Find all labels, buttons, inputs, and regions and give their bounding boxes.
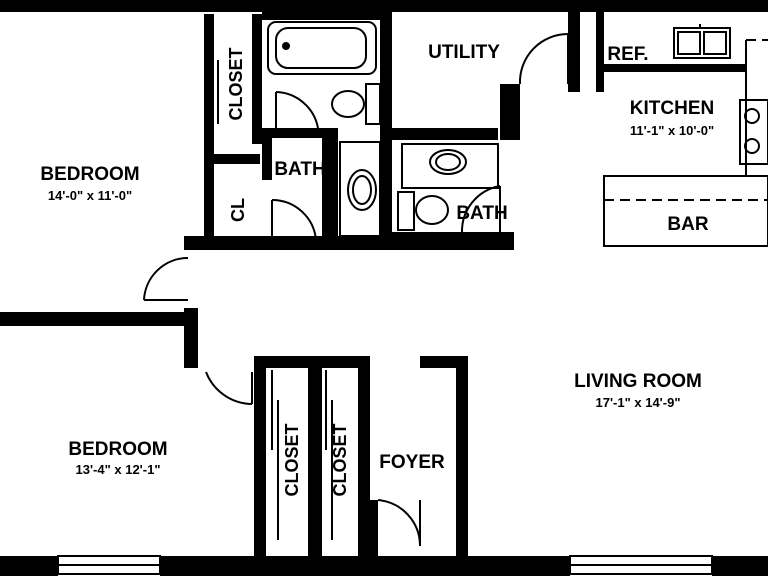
kitchen-fixtures (603, 24, 768, 247)
sink-icon-2 (429, 149, 467, 175)
room-dimensions: 13'-4" x 12'-1" (75, 462, 160, 477)
stove-icon (739, 99, 768, 165)
fixture-label: REF. (607, 44, 648, 65)
room-label: FOYER (379, 452, 445, 473)
toilet-icon-2 (415, 195, 449, 225)
closet-label: CLOSET (282, 423, 302, 496)
vanity-icon (339, 141, 381, 237)
closet-label: CLOSET (226, 47, 246, 120)
room-label: BAR (667, 214, 708, 235)
closet-tracks (211, 30, 333, 540)
kitchen-sink-icon (673, 27, 731, 59)
vanity-icon-2 (401, 143, 499, 189)
bath-fixtures (267, 21, 499, 237)
room-label: BATH (456, 203, 507, 224)
bathtub-icon (267, 21, 377, 75)
door-swings (143, 32, 569, 547)
room-label: KITCHEN (630, 98, 714, 119)
sink-icon (347, 169, 377, 211)
room-label: UTILITY (428, 42, 500, 63)
closet-label: CLOSET (330, 423, 350, 496)
windows (57, 555, 713, 575)
bar-counter (603, 175, 768, 247)
closet-label: CL (228, 198, 248, 222)
room-label: BATH (274, 159, 325, 180)
room-dimensions: 11'-1" x 10'-0" (630, 123, 714, 138)
toilet-icon (331, 90, 365, 118)
room-dimensions: 14'-0" x 11'-0" (48, 188, 132, 203)
room-label: LIVING ROOM (574, 371, 702, 392)
room-label: BEDROOM (40, 164, 139, 185)
room-dimensions: 17'-1" x 14'-9" (595, 395, 680, 410)
room-label: BEDROOM (68, 439, 167, 460)
